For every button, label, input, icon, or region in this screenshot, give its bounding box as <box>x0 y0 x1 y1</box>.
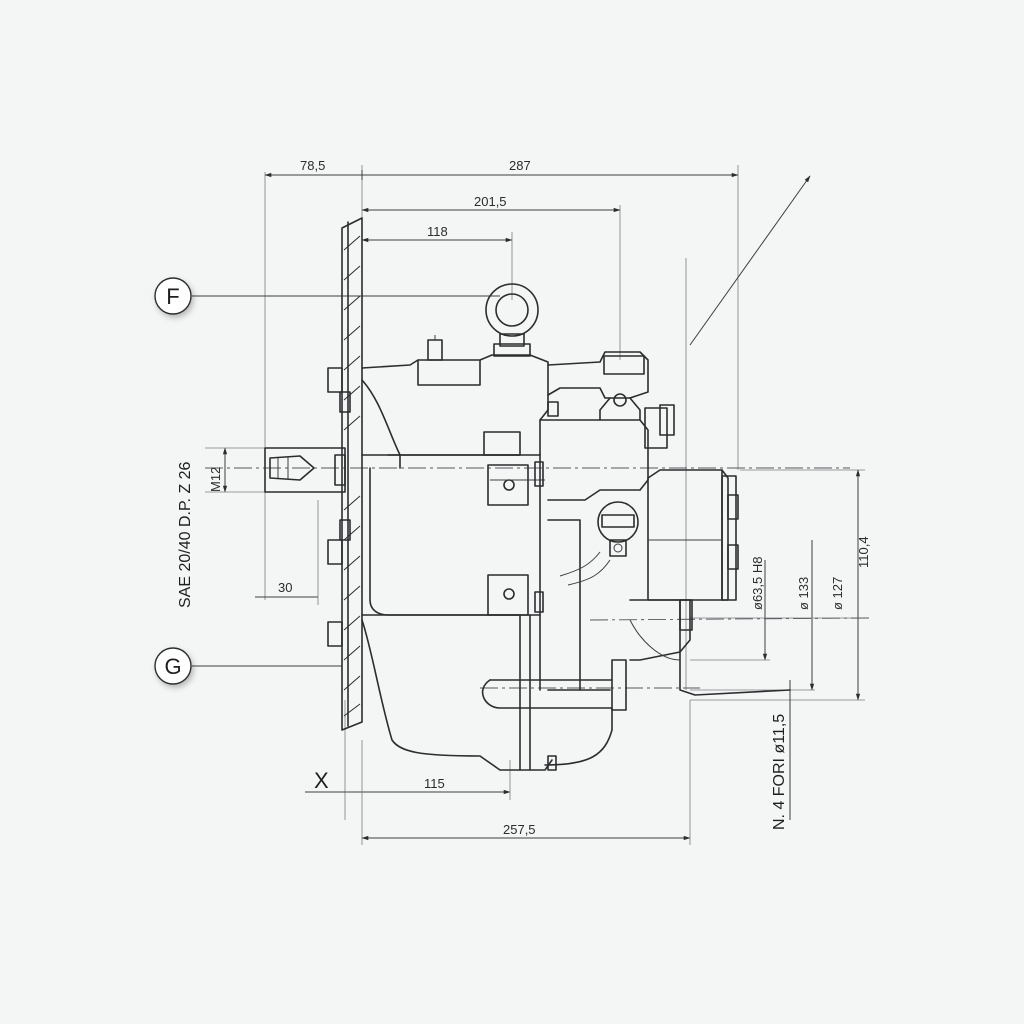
main-housing <box>361 354 649 771</box>
dim-top-left: 78,5 <box>300 158 325 173</box>
breather-plug <box>427 335 443 361</box>
dimension-labels: 78,5 287 201,5 118 115 257,5 30 M12 110,… <box>208 158 871 837</box>
center-lines <box>205 467 871 689</box>
dim-top-inner: 118 <box>427 224 448 239</box>
sight-glass <box>597 501 639 557</box>
mounting-flange <box>327 217 363 731</box>
dim-bottom-inner: 115 <box>424 776 445 791</box>
dim-top-mid: 201,5 <box>474 194 507 209</box>
holes-note: N. 4 FORI ø11,5 <box>771 714 788 830</box>
dim-top-overall: 287 <box>509 158 531 173</box>
callout-g-label: G <box>164 654 181 679</box>
dim-shaft-offset: 30 <box>278 580 292 595</box>
input-shaft <box>264 447 346 493</box>
dim-bottom-overall: 257,5 <box>503 822 536 837</box>
dim-spigot: ø63,5 H8 <box>750 557 765 610</box>
callout-x-label: X <box>314 768 329 793</box>
output-flange <box>629 469 791 696</box>
shaft-spec-note: SAE 20/40 D.P. Z 26 <box>177 461 194 608</box>
notes: SAE 20/40 D.P. Z 26 N. 4 FORI ø11,5 <box>177 461 788 830</box>
dim-thread: M12 <box>208 467 223 492</box>
dim-bolt-circle: ø 133 <box>796 577 811 610</box>
dim-flange-dia: ø 127 <box>830 577 845 610</box>
lifting-eye <box>485 283 539 357</box>
callout-g: G <box>154 647 192 685</box>
dimension-lines <box>192 165 865 845</box>
control-lever <box>547 351 675 449</box>
callout-f: F <box>154 277 192 315</box>
callout-f-label: F <box>166 284 179 309</box>
callout-x: X <box>314 768 329 793</box>
dim-height-right: 110,4 <box>856 536 871 568</box>
